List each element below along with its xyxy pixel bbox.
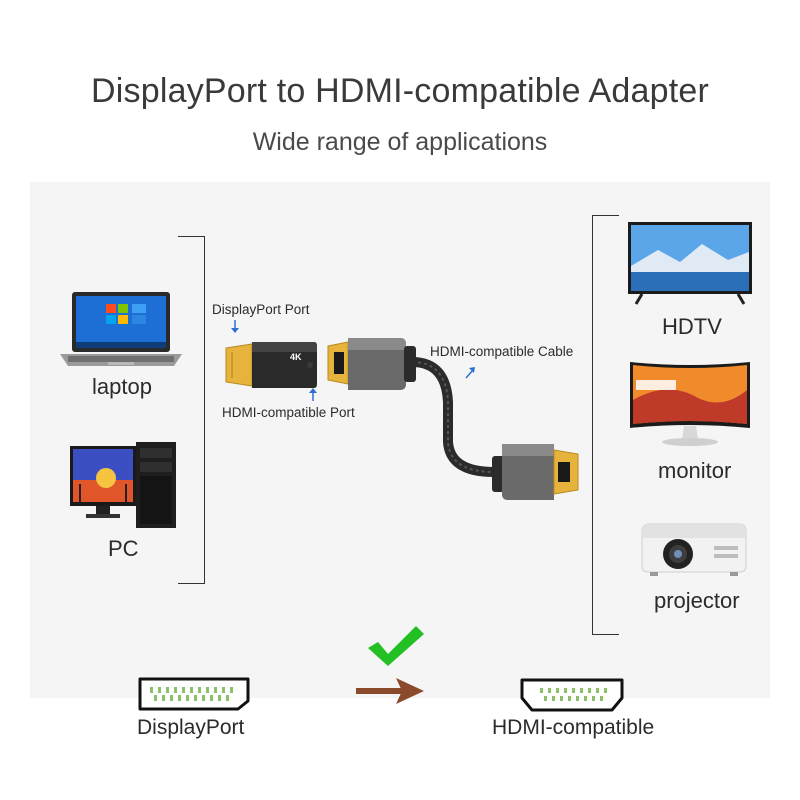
- adapter-dongle-icon: [225, 342, 317, 388]
- check-icon: [368, 626, 424, 666]
- right-arrow-icon: [356, 678, 424, 704]
- displays-bracket: [592, 215, 619, 635]
- hdtv-icon: [628, 222, 752, 305]
- display-label-projector: projector: [654, 588, 740, 613]
- hdmi-cable-label: HDMI-compatible Cable: [430, 344, 574, 359]
- connector-label-displayport: DisplayPort: [137, 716, 245, 739]
- projector-icon: [641, 523, 747, 576]
- laptop-icon: [60, 292, 182, 366]
- display-label-hdtv: HDTV: [662, 314, 722, 339]
- sources-bracket: [178, 236, 205, 584]
- pointer-arrow-icon: [309, 388, 317, 401]
- page-title: DisplayPort to HDMI-compatible Adapter: [91, 72, 709, 110]
- desktop-pc-icon: [70, 442, 176, 528]
- pointer-arrow-icon: [231, 320, 239, 333]
- hdmi-connector-icon: [520, 678, 624, 712]
- source-label-pc: PC: [108, 536, 139, 561]
- adapter-4k-badge: 4K: [290, 352, 302, 362]
- connector-label-hdmi: HDMI-compatible: [492, 716, 655, 739]
- hdmi-cable-icon: [327, 338, 579, 500]
- page-subtitle: Wide range of applications: [252, 128, 548, 156]
- display-label-monitor: monitor: [658, 458, 732, 483]
- displayport-connector-icon: [138, 677, 250, 711]
- source-label-laptop: laptop: [92, 374, 152, 399]
- displayport-port-label: DisplayPort Port: [212, 302, 310, 317]
- pointer-arrow-icon: [465, 367, 475, 379]
- hdmi-port-label: HDMI-compatible Port: [222, 405, 355, 420]
- monitor-icon: [630, 362, 750, 446]
